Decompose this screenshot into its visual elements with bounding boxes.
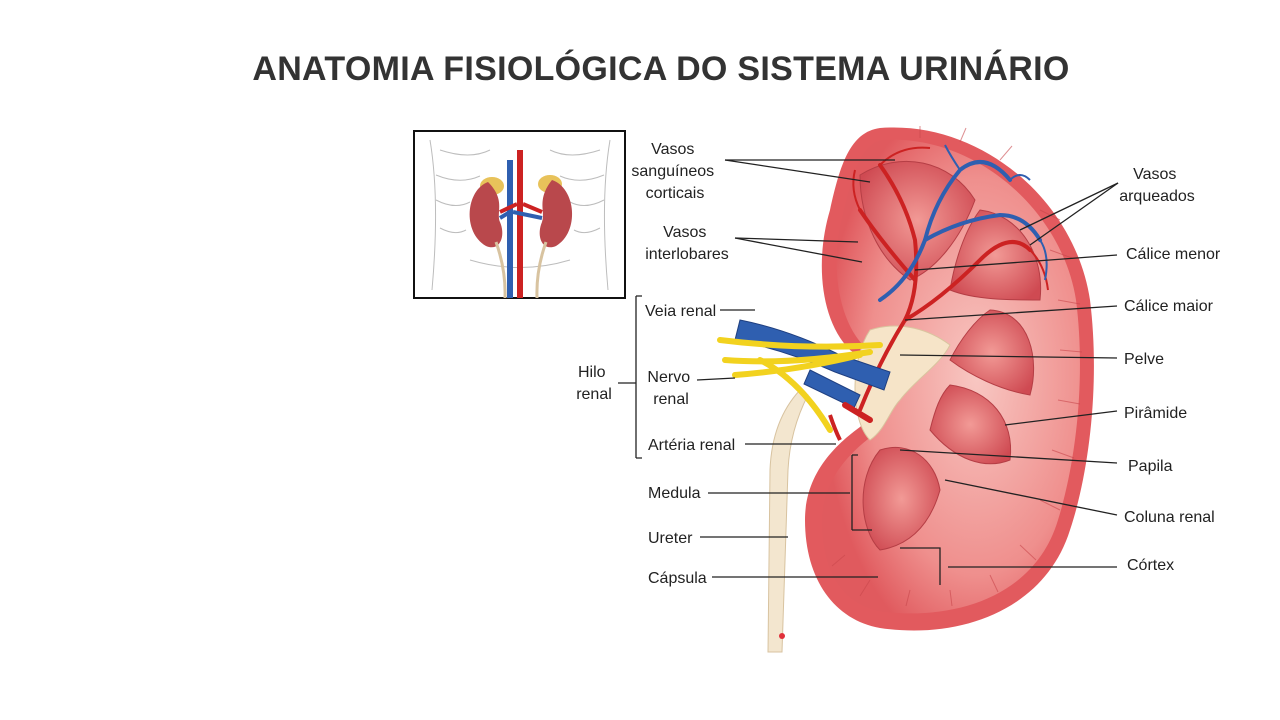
label-vasos-arqueados: Vasos arqueados xyxy=(1119,166,1195,205)
label-cortex: Córtex xyxy=(1127,557,1174,574)
label-vasos-sanguineos-corticais: Vasos sanguíneos corticais xyxy=(631,141,718,202)
kidney-cross-section xyxy=(717,126,1094,653)
label-piramide: Pirâmide xyxy=(1124,405,1187,422)
label-calice-menor: Cálice menor xyxy=(1126,246,1221,263)
label-veia-renal: Veia renal xyxy=(645,303,716,320)
label-hilo-renal: Hilo renal xyxy=(576,364,612,403)
label-calice-maior: Cálice maior xyxy=(1124,298,1214,315)
label-medula: Medula xyxy=(648,485,701,502)
label-arteria-renal: Artéria renal xyxy=(648,437,735,454)
diagram-labels: Vasos sanguíneos corticais Vasos interlo… xyxy=(576,141,1221,587)
label-ureter: Ureter xyxy=(648,530,693,547)
label-capsula: Cápsula xyxy=(648,570,707,587)
page-title: ANATOMIA FISIOLÓGICA DO SISTEMA URINÁRIO xyxy=(252,50,1070,88)
label-nervo-renal: Nervo renal xyxy=(647,369,694,408)
label-papila: Papila xyxy=(1128,458,1173,475)
inset-body-illustration xyxy=(413,130,626,299)
label-vasos-interlobares: Vasos interlobares xyxy=(645,224,729,263)
label-coluna-renal: Coluna renal xyxy=(1124,509,1215,526)
leader-lines xyxy=(618,159,1119,585)
label-pelve: Pelve xyxy=(1124,351,1164,368)
